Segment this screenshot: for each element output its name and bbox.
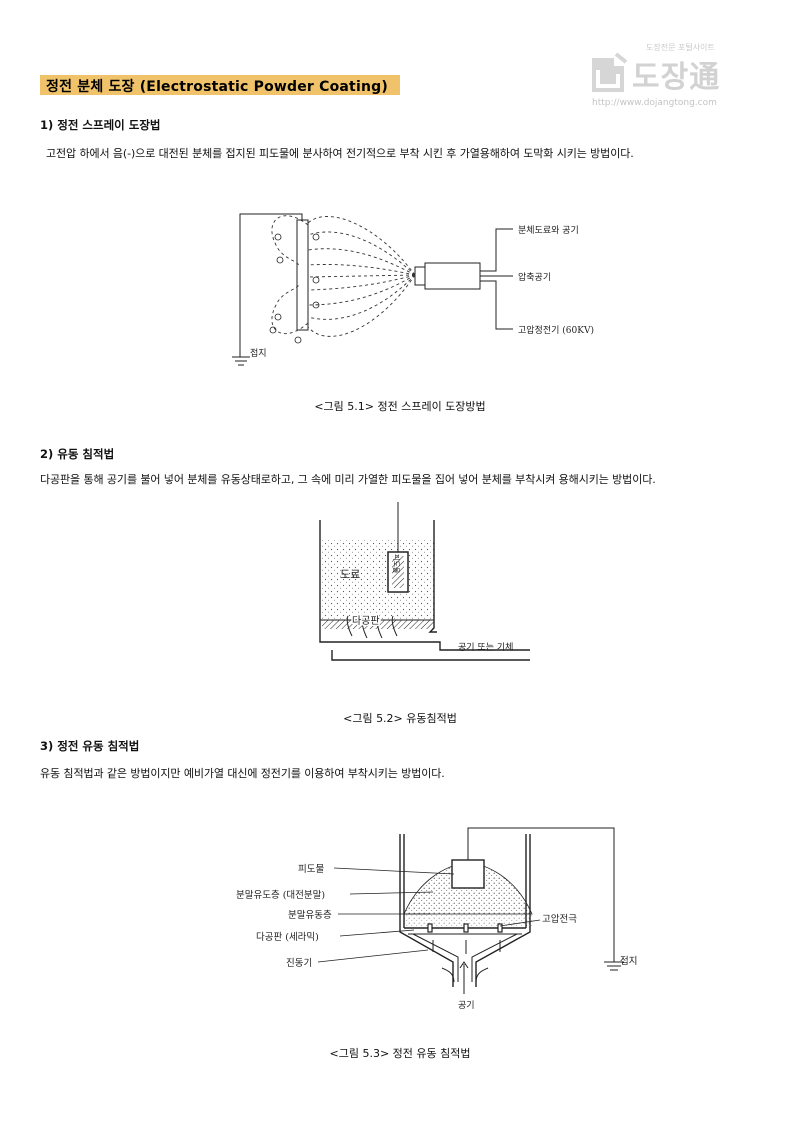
logo-mark-icon xyxy=(592,52,628,92)
workpiece-box xyxy=(451,859,485,889)
spray-gun-nozzle xyxy=(414,266,426,286)
tank-wall-left xyxy=(399,834,454,987)
label-porous-plate: 다공판 xyxy=(352,615,380,627)
section-1-heading: 1) 정전 스프레이 도장법 xyxy=(40,118,161,132)
tank-wall-right xyxy=(475,834,531,987)
workpiece-plate xyxy=(296,219,309,331)
label-vibrator: 진동기 xyxy=(286,958,312,969)
label-workpiece-3: 피도물 xyxy=(298,864,324,875)
section-3-heading: 3) 정전 유동 침적법 xyxy=(40,739,140,753)
label-ground-3: 접지 xyxy=(620,955,637,967)
figure-5-1-diagram: 분체도료와 공기 압축공기 고압정전기 (60KV) 접지 xyxy=(232,213,594,366)
figure-5-2-caption: <그림 5.2> 유동침적법 xyxy=(343,712,457,725)
figure-5-3-caption: <그림 5.3> 정전 유동 침적법 xyxy=(329,1047,471,1060)
spray-gun-body xyxy=(424,262,481,290)
section-1-body: 고전압 하에서 음(-)으로 대전된 분체를 접지된 피도물에 분사하여 전기적… xyxy=(46,147,634,160)
label-powder-air: 분체도료와 공기 xyxy=(518,224,579,236)
logo-url: http://www.dojangtong.com xyxy=(592,98,717,108)
tank-wall xyxy=(319,520,530,651)
label-electrode: 고압전극 xyxy=(542,913,577,925)
label-high-voltage: 고압정전기 (60KV) xyxy=(518,324,594,336)
figure-5-3-diagram: 피도물 분말유도층 (대전분말) 분말유동층 다공판 (세라믹) 진동기 고압전… xyxy=(236,827,637,1011)
label-fluid-bed: 분말유동층 xyxy=(288,909,332,921)
label-workpiece: 피도물 xyxy=(392,554,401,574)
label-air-gas: 공기 또는 기체 xyxy=(458,642,513,653)
section-2-body: 다공판을 통해 공기를 불어 넣어 분체를 유동상태로하고, 그 속에 미리 가… xyxy=(40,473,656,486)
section-3-body: 유동 침적법과 같은 방법이지만 예비가열 대신에 정전기를 이용하여 부착시키… xyxy=(40,767,445,780)
label-charged-powder: 분말유도층 (대전분말) xyxy=(236,889,325,901)
label-ground: 접지 xyxy=(250,347,267,359)
label-air-3: 공기 xyxy=(458,1000,475,1011)
watermark-logo: 도장전문 포털사이트 도장通 http://www.dojangtong.com xyxy=(588,42,758,112)
title-highlight xyxy=(40,75,400,95)
ground-wire xyxy=(239,213,303,357)
section-2-heading: 2) 유동 침적법 xyxy=(40,447,115,461)
figure-5-1-caption: <그림 5.1> 정전 스프레이 도장방법 xyxy=(314,400,486,413)
label-compressed-air: 압축공기 xyxy=(518,271,551,283)
page-title: 정전 분체 도장 (Electrostatic Powder Coating) xyxy=(46,79,388,95)
porous-plate xyxy=(322,620,434,629)
label-ceramic-plate: 다공판 (세라믹) xyxy=(256,931,319,943)
logo-name: 도장通 xyxy=(632,60,721,95)
fluidized-powder xyxy=(322,540,434,620)
figure-5-2-diagram: 도료 피도물 다공판 공기 또는 기체 xyxy=(319,502,530,661)
logo-tagline: 도장전문 포털사이트 xyxy=(646,43,715,52)
label-paint: 도료 xyxy=(340,568,360,581)
